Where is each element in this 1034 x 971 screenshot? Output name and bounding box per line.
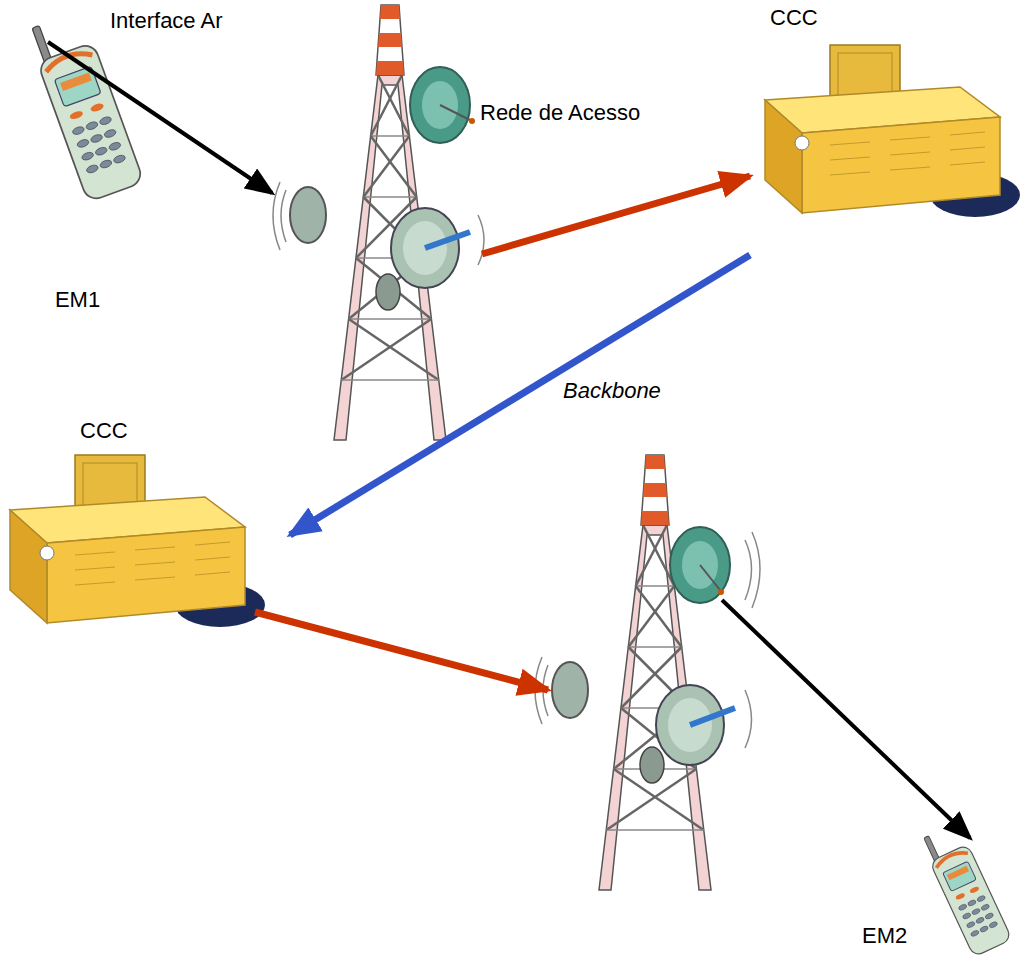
mobile-station: EM2 — [850, 825, 1030, 965]
network-label: Rede de Acesso — [480, 100, 640, 125]
node-label: EM2 — [862, 923, 907, 948]
switching-center: CCC — [745, 5, 1005, 255]
node-label: CCC — [80, 418, 128, 443]
backbone-link — [290, 255, 750, 535]
mobile-station: EM1 — [10, 25, 145, 315]
link-label: Backbone — [563, 378, 661, 403]
node-label: EM1 — [55, 287, 100, 312]
node-label: CCC — [770, 5, 818, 30]
switching-center: CCC — [5, 415, 290, 630]
interface-label: Interface Ar — [110, 8, 223, 33]
